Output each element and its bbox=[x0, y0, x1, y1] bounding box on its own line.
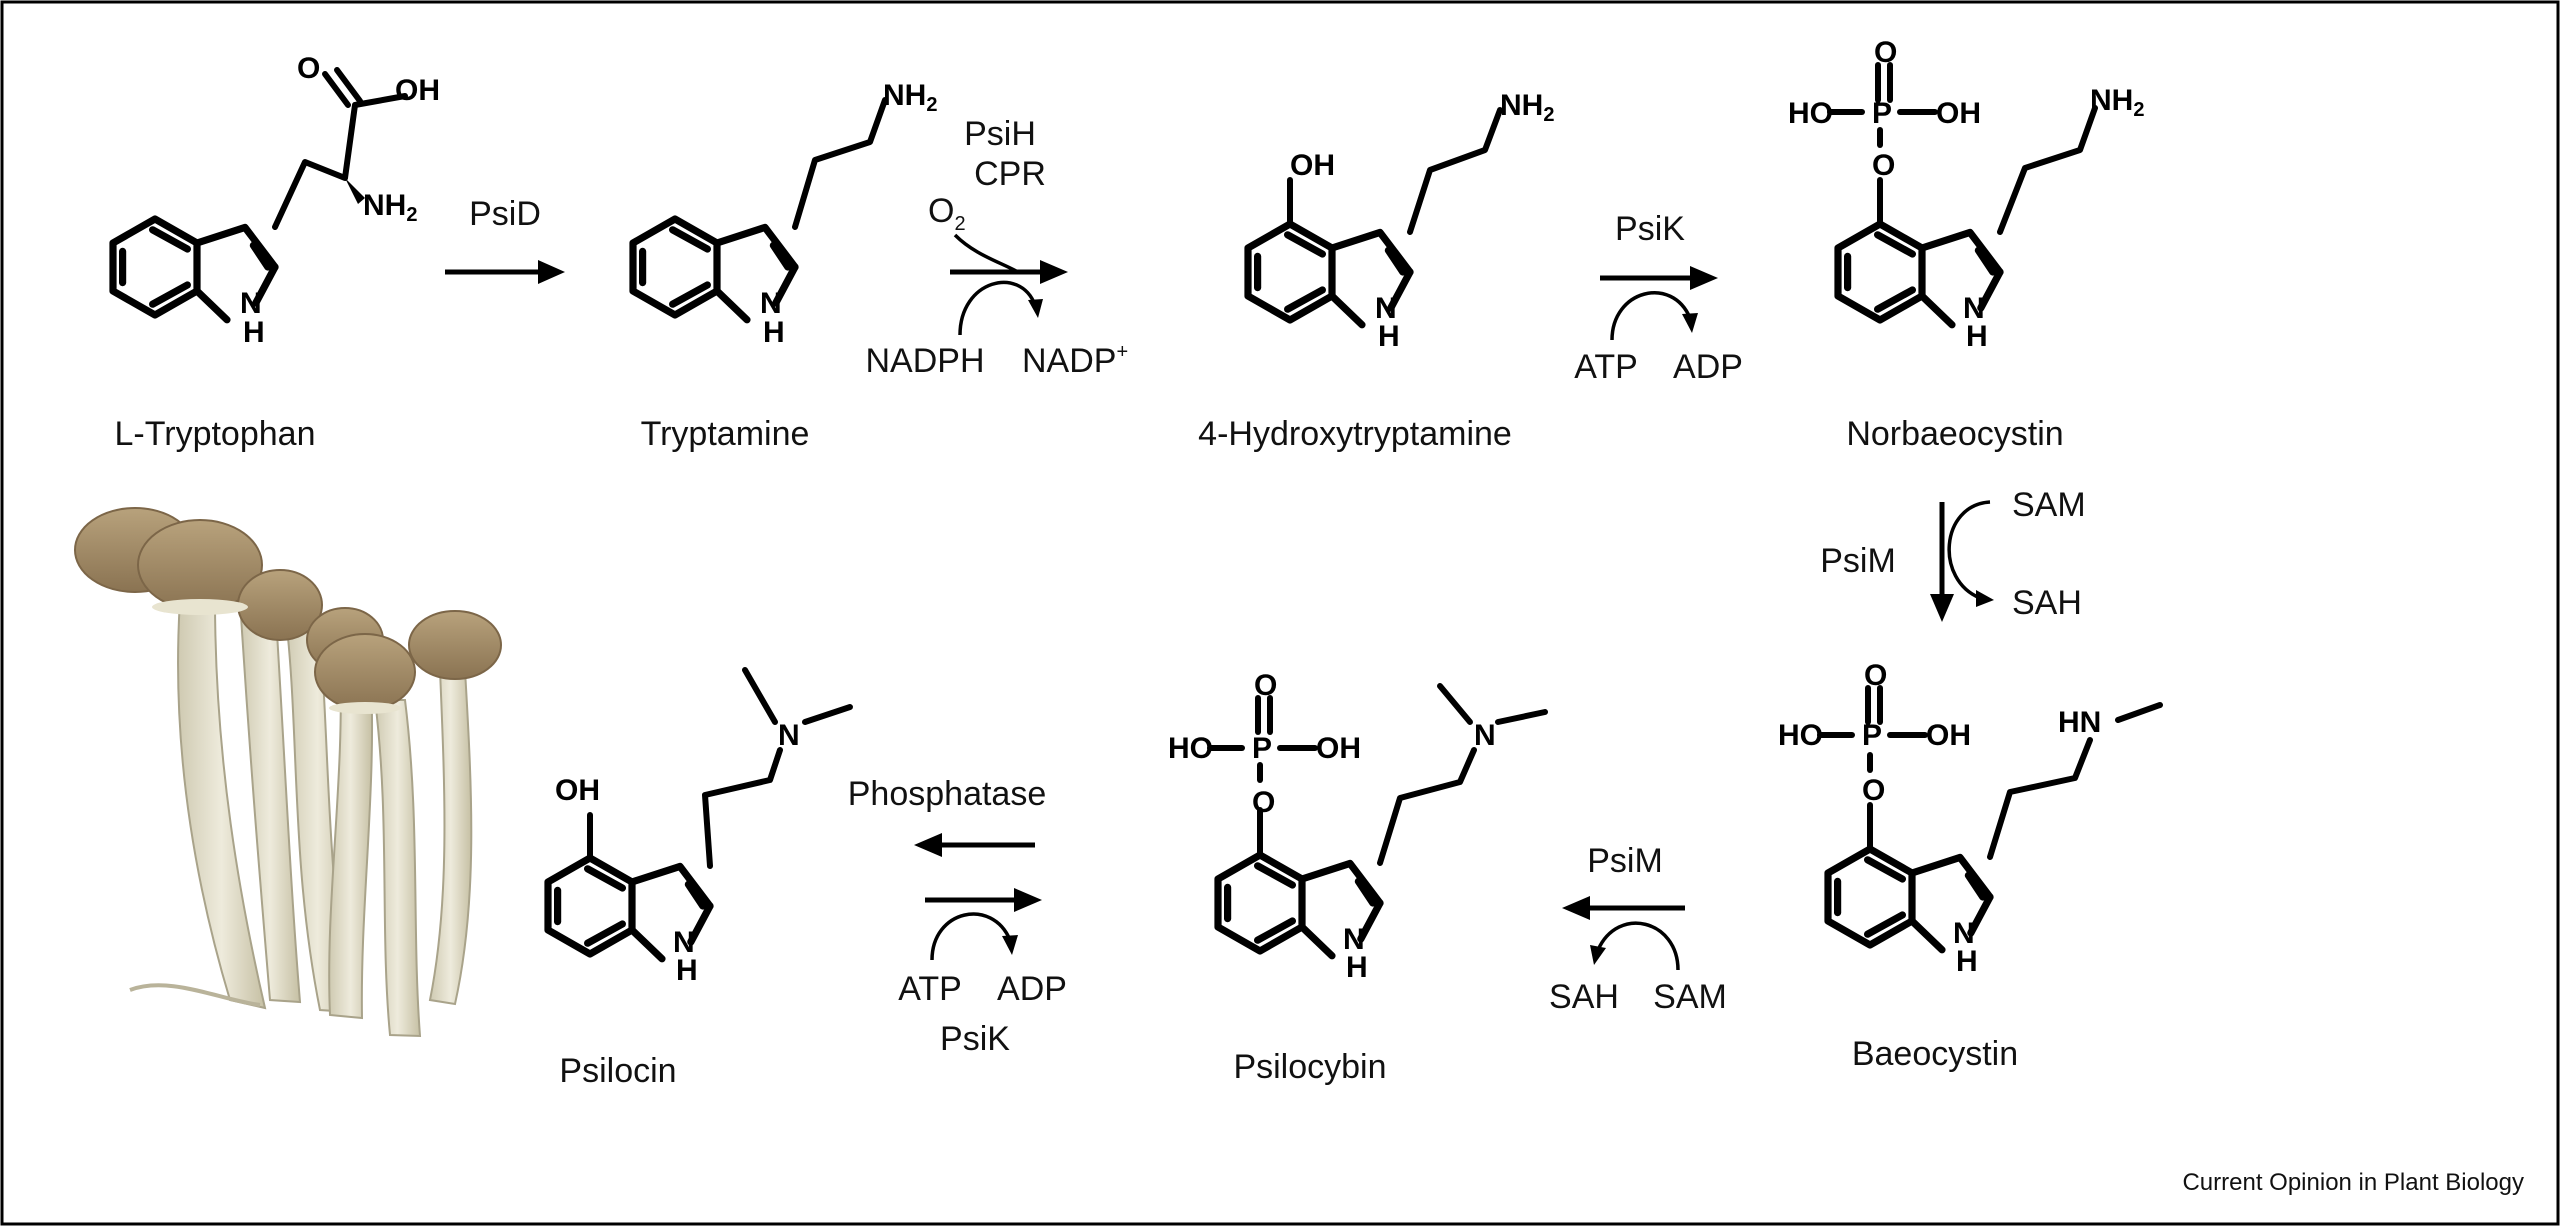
atom-n: N bbox=[1375, 292, 1397, 325]
enzyme-psim: PsiM bbox=[1587, 842, 1663, 880]
atom-h: H bbox=[1346, 951, 1368, 984]
atom-n: N bbox=[1474, 719, 1496, 752]
atom-nh: NH2 bbox=[363, 189, 417, 226]
atom-p: P bbox=[1862, 719, 1882, 752]
atom-o: O bbox=[1254, 669, 1277, 702]
atom-o: O bbox=[1874, 36, 1897, 69]
atom-ho: HO bbox=[1168, 732, 1213, 765]
atom-o: O bbox=[1872, 149, 1895, 182]
cofactor-adp: ADP bbox=[997, 970, 1067, 1008]
atom-h: H bbox=[763, 316, 785, 349]
molecule-psilocybin: O P HO OH O N N H Psilocybin bbox=[1168, 669, 1548, 1086]
atom-h: H bbox=[676, 954, 698, 987]
atom-h: H bbox=[1966, 320, 1988, 353]
cofactor-adp: ADP bbox=[1673, 348, 1743, 386]
cofactor-nadp: NADP+ bbox=[1022, 341, 1128, 380]
atom-n: N bbox=[760, 287, 782, 320]
molecule-l-tryptophan: O OH NH2 N H L-Tryptophan bbox=[113, 52, 440, 453]
cofactor-sah: SAH bbox=[2012, 584, 2082, 622]
reaction-psik-top: PsiK ATP ADP bbox=[1574, 210, 1743, 386]
cofactor-o2: O2 bbox=[928, 192, 966, 235]
atom-oh: OH bbox=[395, 74, 440, 107]
atom-oh: OH bbox=[1936, 97, 1981, 130]
atom-h: H bbox=[243, 316, 265, 349]
label-4-hydroxytryptamine: 4-Hydroxytryptamine bbox=[1198, 415, 1512, 453]
reaction-psim-down: PsiM SAM SAH bbox=[1820, 486, 2086, 622]
enzyme-psik: PsiK bbox=[940, 1020, 1010, 1058]
label-psilocin: Psilocin bbox=[559, 1052, 676, 1090]
atom-nh: NH2 bbox=[883, 79, 937, 116]
molecule-norbaeocystin: O P HO OH O NH2 N H Norbaeocystin bbox=[1788, 36, 2144, 453]
molecule-4-hydroxytryptamine: OH NH2 N H 4-Hydroxytryptamine bbox=[1198, 89, 1554, 453]
label-baeocystin: Baeocystin bbox=[1852, 1035, 2018, 1073]
atom-h: H bbox=[1956, 945, 1978, 978]
cofactor-sah: SAH bbox=[1549, 978, 1619, 1016]
label-psilocybin: Psilocybin bbox=[1233, 1048, 1386, 1086]
cofactor-sam: SAM bbox=[2012, 486, 2086, 524]
label-norbaeocystin: Norbaeocystin bbox=[1846, 415, 2063, 453]
atom-p: P bbox=[1252, 732, 1272, 765]
molecule-tryptamine: NH2 N H Tryptamine bbox=[633, 79, 937, 453]
atom-nh: NH2 bbox=[2090, 84, 2144, 121]
atom-n: N bbox=[1963, 292, 1985, 325]
enzyme-psid: PsiD bbox=[469, 195, 541, 233]
enzyme-psik: PsiK bbox=[1615, 210, 1685, 248]
atom-n: N bbox=[673, 926, 695, 959]
atom-oh: OH bbox=[1926, 719, 1971, 752]
atom-o: O bbox=[1252, 786, 1275, 819]
molecule-psilocin: OH N N H Psilocin bbox=[548, 667, 853, 1090]
reaction-psih: PsiH CPR O2 NADPH NADP+ bbox=[865, 115, 1128, 380]
atom-hn: HN bbox=[2058, 706, 2101, 739]
atom-o: O bbox=[1862, 774, 1885, 807]
atom-o: O bbox=[297, 52, 320, 85]
label-tryptamine: Tryptamine bbox=[641, 415, 810, 453]
atom-n: N bbox=[1953, 917, 1975, 950]
atom-oh: OH bbox=[1290, 149, 1335, 182]
mushroom-illustration bbox=[74, 507, 502, 1038]
reaction-psid: PsiD bbox=[445, 195, 565, 284]
figure-credit: Current Opinion in Plant Biology bbox=[2182, 1169, 2524, 1196]
atom-oh: OH bbox=[555, 774, 600, 807]
atom-p: P bbox=[1872, 97, 1892, 130]
cofactor-atp: ATP bbox=[898, 970, 962, 1008]
atom-n: N bbox=[1343, 923, 1365, 956]
atom-o: O bbox=[1864, 659, 1887, 692]
reaction-psim-left: PsiM SAH SAM bbox=[1549, 842, 1727, 1016]
atom-oh: OH bbox=[1316, 732, 1361, 765]
atom-ho: HO bbox=[1778, 719, 1823, 752]
cofactor-sam: SAM bbox=[1653, 978, 1727, 1016]
cofactor-nadph: NADPH bbox=[865, 342, 984, 380]
atom-h: H bbox=[1378, 320, 1400, 353]
label-l-tryptophan: L-Tryptophan bbox=[115, 415, 316, 453]
atom-nh: NH2 bbox=[1500, 89, 1554, 126]
cofactor-atp: ATP bbox=[1574, 348, 1638, 386]
enzyme-psih: PsiH bbox=[964, 115, 1036, 153]
enzyme-cpr: CPR bbox=[974, 155, 1046, 193]
enzyme-psim: PsiM bbox=[1820, 542, 1896, 580]
atom-n: N bbox=[240, 287, 262, 320]
molecule-baeocystin: O P HO OH O HN N H Baeocystin bbox=[1778, 659, 2163, 1073]
atom-n: N bbox=[778, 719, 800, 752]
enzyme-phosphatase: Phosphatase bbox=[848, 775, 1047, 813]
reaction-phosphatase-psik: Phosphatase ATP ADP PsiK bbox=[848, 775, 1067, 1058]
atom-ho: HO bbox=[1788, 97, 1833, 130]
